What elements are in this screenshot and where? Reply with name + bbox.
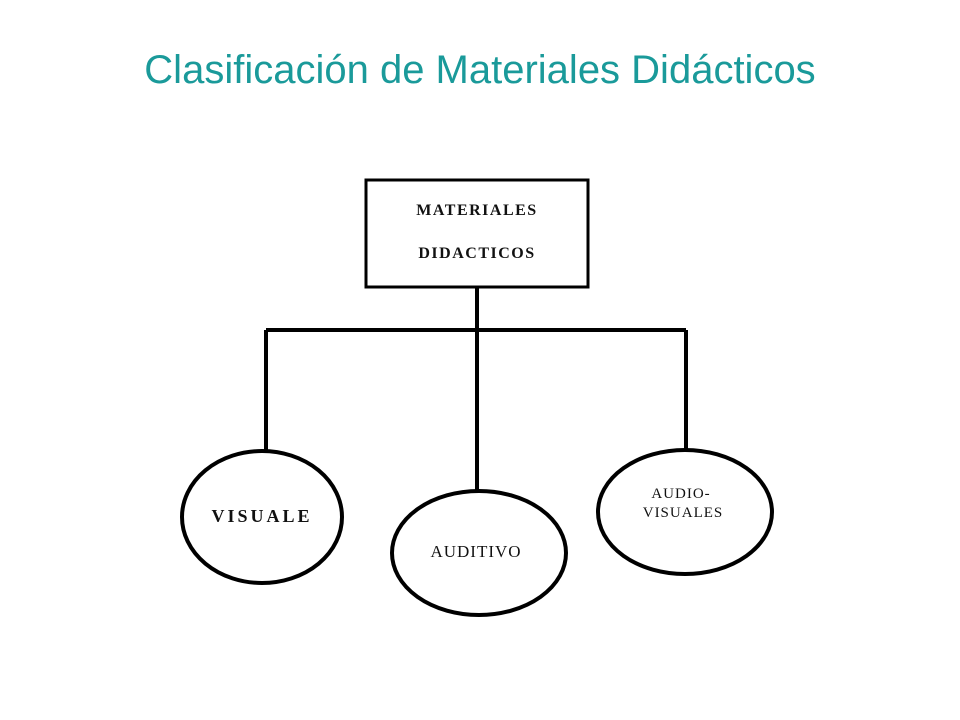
child-node-auditivo-label: AUDITIVO	[430, 542, 521, 561]
root-node-label-line2: DIDACTICOS	[418, 245, 535, 262]
child-node-visual	[180, 449, 344, 585]
child-node-audiovisual-label-line1: AUDIO-	[651, 486, 710, 502]
child-node-visual-label: VISUALE	[211, 506, 312, 526]
slide-title: Clasificación de Materiales Didácticos	[144, 48, 816, 92]
root-node-label-line1: MATERIALES	[416, 202, 537, 219]
root-node-box	[364, 178, 590, 289]
child-node-auditivo	[390, 489, 568, 617]
child-node-audiovisual-label-line2: VISUALES	[643, 505, 724, 521]
child-node-audiovisual	[596, 448, 774, 576]
